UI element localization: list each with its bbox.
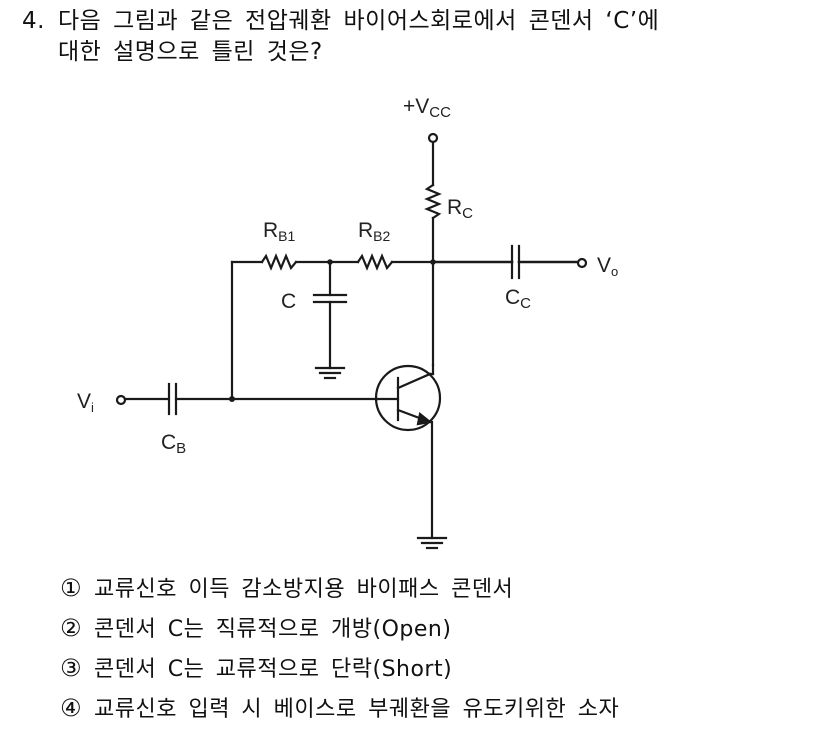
vo-label: Vo	[597, 254, 618, 279]
rc-resistor-icon	[424, 183, 442, 220]
question-line-2: 대한 설명으로 틀린 것은?	[58, 39, 323, 65]
vi-terminal-icon	[115, 394, 127, 406]
rb2-label: RB2	[358, 219, 391, 244]
choice-4-text: 교류신호 입력 시 베이스로 부궤환을 유도키위한 소자	[94, 697, 620, 722]
choice-3[interactable]: ③ 콘덴서 C는 교류적으로 단락(Short)	[60, 650, 619, 690]
vo-terminal-icon	[576, 257, 588, 269]
rb2-resistor-icon	[356, 253, 394, 271]
vi-label: Vi	[77, 390, 94, 415]
rb1-resistor-icon	[260, 253, 298, 271]
choice-2-marker: ②	[60, 614, 83, 642]
vcc-label: +VCC	[403, 95, 451, 121]
rb1-label: RB1	[263, 219, 296, 244]
question-stem: 4. 다음 그림과 같은 전압궤환 바이어스회로에서 콘덴서 ‘C’에 대한 설명…	[22, 6, 659, 68]
question-line-1: 4. 다음 그림과 같은 전압궤환 바이어스회로에서 콘덴서 ‘C’에	[22, 6, 659, 37]
choice-2-text: 콘덴서 C는 직류적으로 개방(Open)	[94, 617, 452, 642]
question-number: 4.	[22, 8, 45, 34]
answer-choices: ① 교류신호 이득 감소방지용 바이패스 콘덴서 ② 콘덴서 C는 직류적으로 개방…	[60, 570, 619, 730]
choice-1-text: 교류신호 이득 감소방지용 바이패스 콘덴서	[94, 577, 514, 602]
vcc-terminal-icon	[427, 132, 439, 144]
choice-1[interactable]: ① 교류신호 이득 감소방지용 바이패스 콘덴서	[60, 570, 619, 610]
choice-4[interactable]: ④ 교류신호 입력 시 베이스로 부궤환을 유도키위한 소자	[60, 690, 619, 730]
choice-3-text: 콘덴서 C는 교류적으로 단락(Short)	[94, 657, 453, 682]
question-text-1: 다음 그림과 같은 전압궤환 바이어스회로에서 콘덴서 ‘C’에	[58, 8, 660, 34]
choice-4-marker: ④	[60, 694, 83, 722]
cb-label: CB	[161, 431, 186, 457]
choice-3-marker: ③	[60, 654, 83, 682]
c-label: C	[281, 290, 296, 313]
choice-2[interactable]: ② 콘덴서 C는 직류적으로 개방(Open)	[60, 610, 619, 650]
rc-label: RC	[447, 196, 473, 222]
choice-1-marker: ①	[60, 574, 83, 602]
cc-label: CC	[505, 286, 531, 312]
